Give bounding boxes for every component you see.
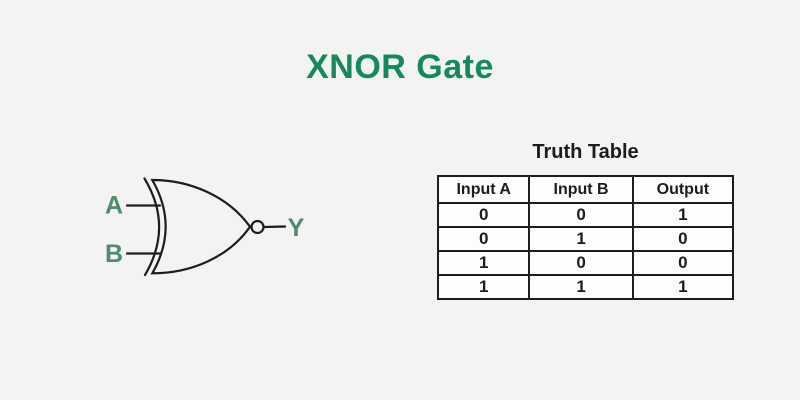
cell-a: 1 xyxy=(436,274,531,300)
header-input-a: Input A xyxy=(436,175,531,204)
header-input-b: Input B xyxy=(528,175,634,204)
cell-out: 0 xyxy=(631,250,735,276)
gate-body xyxy=(150,178,252,275)
cell-a: 0 xyxy=(436,202,531,228)
output-wire xyxy=(262,225,287,229)
input-a-label: A xyxy=(105,192,123,220)
negation-bubble xyxy=(250,219,265,235)
table-row: 0 1 0 xyxy=(436,226,735,252)
cell-out: 1 xyxy=(631,202,735,228)
truth-table-header-row: Input A Input B Output xyxy=(436,175,735,204)
header-output: Output xyxy=(631,175,735,204)
input-b-label: B xyxy=(105,240,123,268)
cell-b: 1 xyxy=(528,226,634,252)
table-row: 1 0 0 xyxy=(436,250,735,276)
cell-b: 0 xyxy=(528,250,634,276)
cell-b: 1 xyxy=(528,274,634,300)
table-row: 1 1 1 xyxy=(436,274,735,300)
cell-a: 0 xyxy=(436,226,531,252)
cell-out: 1 xyxy=(631,274,735,300)
page-title: XNOR Gate xyxy=(306,48,494,86)
truth-table-title: Truth Table xyxy=(532,141,639,163)
cell-out: 0 xyxy=(631,226,735,252)
output-label: Y xyxy=(288,214,305,242)
xnor-gate-symbol: A B Y xyxy=(105,177,305,277)
cell-a: 1 xyxy=(436,250,531,276)
truth-table: Input A Input B Output 0 0 1 0 1 0 1 0 0 xyxy=(436,175,735,300)
xor-extra-input-curve xyxy=(143,177,161,277)
table-row: 0 0 1 xyxy=(436,202,735,228)
cell-b: 0 xyxy=(528,202,634,228)
